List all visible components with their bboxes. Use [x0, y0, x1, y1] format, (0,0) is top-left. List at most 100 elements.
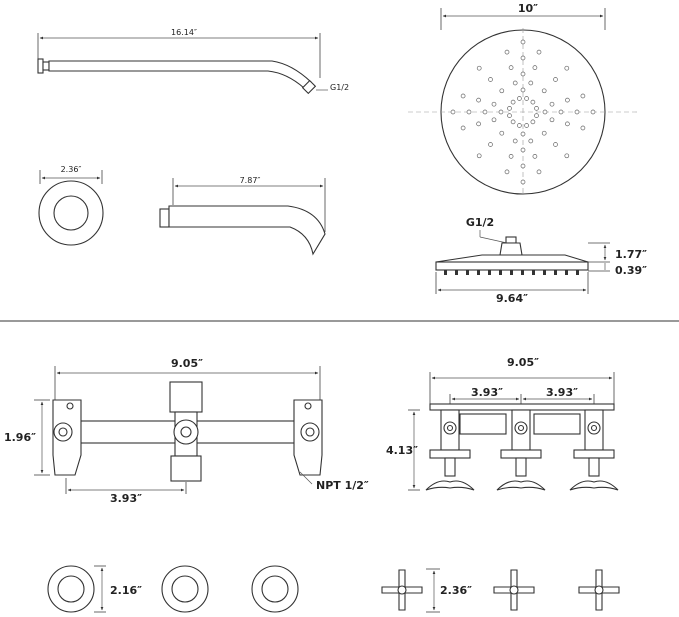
valve-spacing-label: 3.93″	[110, 492, 142, 505]
jet-nub	[543, 270, 546, 275]
cross-handle	[381, 569, 423, 611]
nozzle	[510, 99, 516, 105]
nozzle	[520, 71, 526, 77]
nozzle	[508, 154, 514, 159]
nozzle	[530, 99, 536, 105]
nozzle	[476, 65, 482, 71]
nozzle	[517, 96, 522, 101]
nozzle	[450, 109, 456, 115]
nozzle	[534, 106, 539, 111]
side-width-label: 9.05″	[507, 356, 539, 369]
nozzle	[466, 109, 472, 115]
nozzle	[510, 119, 516, 125]
nozzle	[528, 138, 534, 144]
cross-handle-row: 2.36″	[381, 568, 620, 613]
valve-height-label: 1.96″	[4, 431, 36, 444]
nozzle	[565, 97, 570, 103]
nozzle	[532, 65, 538, 70]
valve-left-unit	[52, 399, 82, 476]
nozzle	[507, 113, 512, 118]
nozzle	[553, 142, 558, 147]
side-valve-units	[425, 409, 619, 491]
nozzle	[460, 93, 466, 99]
jet-nub	[532, 270, 535, 275]
valve-body-front-view: 9.05″ 1.96″ 3.93″	[4, 357, 369, 505]
nozzle	[507, 106, 512, 111]
shower-arm: 16.14″ G1/2	[37, 28, 349, 95]
jet-nub	[554, 270, 557, 275]
flange-diameter-label: 2.36″	[61, 165, 82, 174]
jet-nub	[444, 270, 447, 275]
nozzle	[590, 109, 596, 115]
plate-thickness-label: 0.39″	[615, 264, 647, 277]
nozzle	[491, 117, 497, 123]
nozzle	[553, 77, 558, 82]
spout-length-label: 7.87″	[240, 176, 261, 185]
shower-head-side-view: G1/2 1.77″ 0.39″ 9.64″	[435, 216, 647, 305]
side-spacing-left-label: 3.93″	[471, 386, 503, 399]
nozzle	[542, 109, 548, 115]
side-valve-unit	[496, 409, 546, 491]
nozzle-pattern	[450, 39, 596, 185]
valve-right-unit	[293, 399, 323, 476]
arm-thread-label: G1/2	[330, 83, 349, 92]
head-thread-label: G1/2	[466, 216, 494, 229]
nozzle	[565, 121, 570, 127]
valve-center-unit	[169, 381, 203, 482]
jet-nub	[565, 270, 568, 275]
nozzle	[574, 109, 580, 115]
nozzle	[541, 88, 547, 94]
side-spacing-right-label: 3.93″	[546, 386, 578, 399]
nozzle	[564, 153, 570, 159]
nozzle	[476, 121, 481, 127]
nozzle	[482, 109, 488, 115]
nozzle	[528, 80, 534, 86]
plate-width-label: 9.64″	[496, 292, 528, 305]
jet-nub	[488, 270, 491, 275]
wall-flange: 2.36″	[38, 165, 104, 246]
nozzle	[524, 96, 529, 101]
valve-inlet-label: NPT 1/2″	[316, 479, 369, 492]
neck-height-label: 1.77″	[615, 248, 647, 261]
nozzle	[536, 169, 542, 175]
valve-body-side-view: 9.05″ 3.93″ 3.93″ 4.13″	[386, 356, 619, 491]
cross-handle	[493, 569, 535, 611]
jet-nub	[499, 270, 502, 275]
nozzle	[488, 142, 493, 147]
escutcheon-diameter-label: 2.16″	[110, 584, 142, 597]
nozzle	[534, 113, 539, 118]
nozzle	[580, 93, 586, 99]
nozzle	[549, 117, 555, 123]
nozzle	[476, 97, 481, 103]
jet-nub	[510, 270, 513, 275]
nozzle	[504, 169, 510, 175]
nozzle	[520, 179, 526, 185]
side-valve-unit	[569, 409, 619, 491]
nozzle	[491, 101, 497, 107]
jet-nub	[455, 270, 458, 275]
nozzle	[499, 88, 505, 94]
nozzle	[536, 49, 542, 55]
head-diameter-label: 10″	[518, 2, 538, 15]
nozzle	[504, 49, 510, 55]
nozzle	[520, 163, 526, 169]
nozzle	[499, 130, 505, 136]
arm-length-label: 16.14″	[171, 28, 197, 37]
nozzle	[549, 101, 555, 107]
nozzle	[520, 147, 526, 153]
nozzle	[508, 65, 514, 70]
nozzle	[517, 123, 522, 128]
jet-nub	[466, 270, 469, 275]
nozzle	[476, 153, 482, 159]
tub-spout: 7.87″	[159, 176, 326, 256]
nozzle	[520, 131, 526, 137]
handle-size-label: 2.36″	[440, 584, 472, 597]
nozzle	[520, 55, 526, 61]
nozzle	[532, 154, 538, 159]
side-nozzles	[444, 270, 579, 275]
nozzle	[524, 123, 529, 128]
nozzle	[564, 65, 570, 71]
nozzle	[541, 130, 547, 136]
nozzle	[512, 138, 518, 144]
cross-handle	[578, 569, 620, 611]
